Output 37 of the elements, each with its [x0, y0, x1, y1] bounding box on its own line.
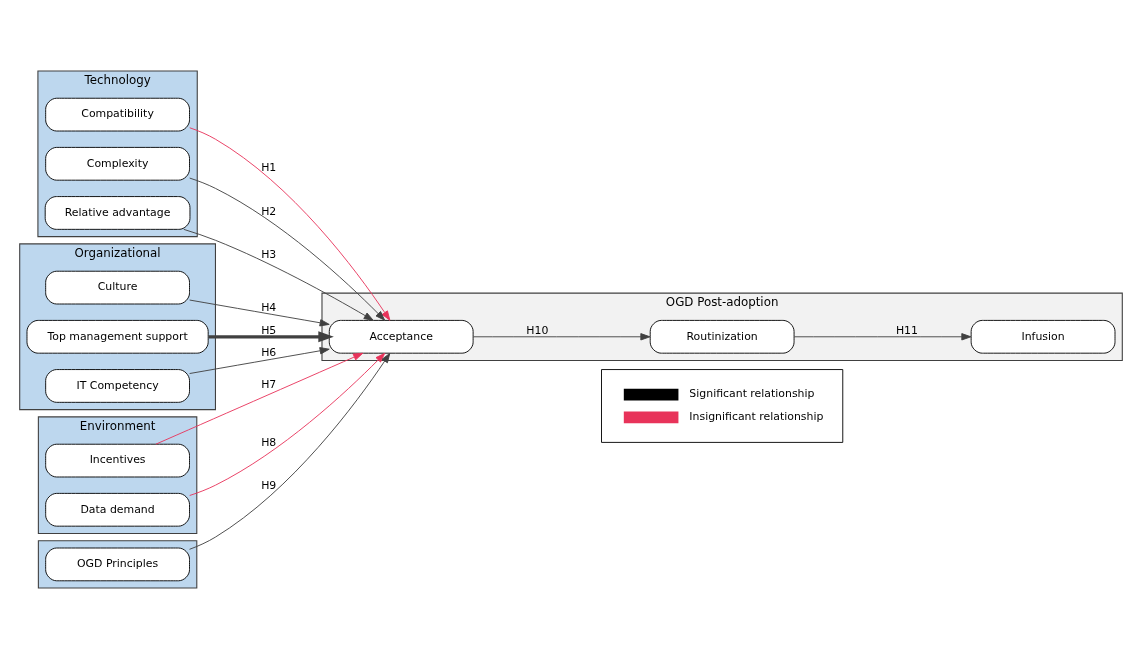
arrow [189, 127, 391, 321]
edge-label: H11 [895, 323, 919, 337]
node-box: Acceptance [328, 319, 474, 354]
arrow [793, 333, 972, 341]
arrow [189, 299, 330, 327]
arrow [472, 333, 651, 341]
edge-label: H9 [261, 479, 277, 493]
edge-label: H8 [261, 435, 277, 449]
node-box: Data demand [45, 492, 190, 527]
arrow [155, 352, 364, 445]
node-box: Incentives [45, 443, 190, 478]
arrow [208, 331, 334, 343]
node-box: Compatibility [45, 97, 190, 132]
legend-label: Insignificant relationship [689, 410, 824, 424]
edge-label: H6 [261, 345, 277, 359]
edge-label: H2 [261, 205, 277, 219]
arrow [189, 177, 386, 321]
node-box: Relative advantage [44, 196, 191, 230]
node-box: Complexity [45, 146, 190, 181]
edge-label: H1 [261, 160, 277, 174]
arrow [189, 352, 391, 550]
edge-label: H7 [261, 378, 277, 392]
node-box: Infusion [970, 319, 1116, 354]
edge-label: H10 [526, 323, 549, 337]
arrow [189, 352, 386, 496]
node-box: Top management support [26, 319, 209, 354]
node-box: OGD Principles [45, 547, 190, 582]
edge-label: H3 [261, 248, 277, 262]
edge-label: H5 [261, 323, 277, 337]
legend-label: Significant relationship [689, 387, 815, 401]
arrow [189, 347, 330, 374]
node-box: Culture [45, 270, 190, 305]
cluster [37, 540, 198, 589]
arrow [183, 228, 374, 321]
node-box: IT Competency [45, 369, 190, 403]
edge-label: H4 [261, 300, 277, 314]
node-box: Routinization [649, 319, 795, 354]
